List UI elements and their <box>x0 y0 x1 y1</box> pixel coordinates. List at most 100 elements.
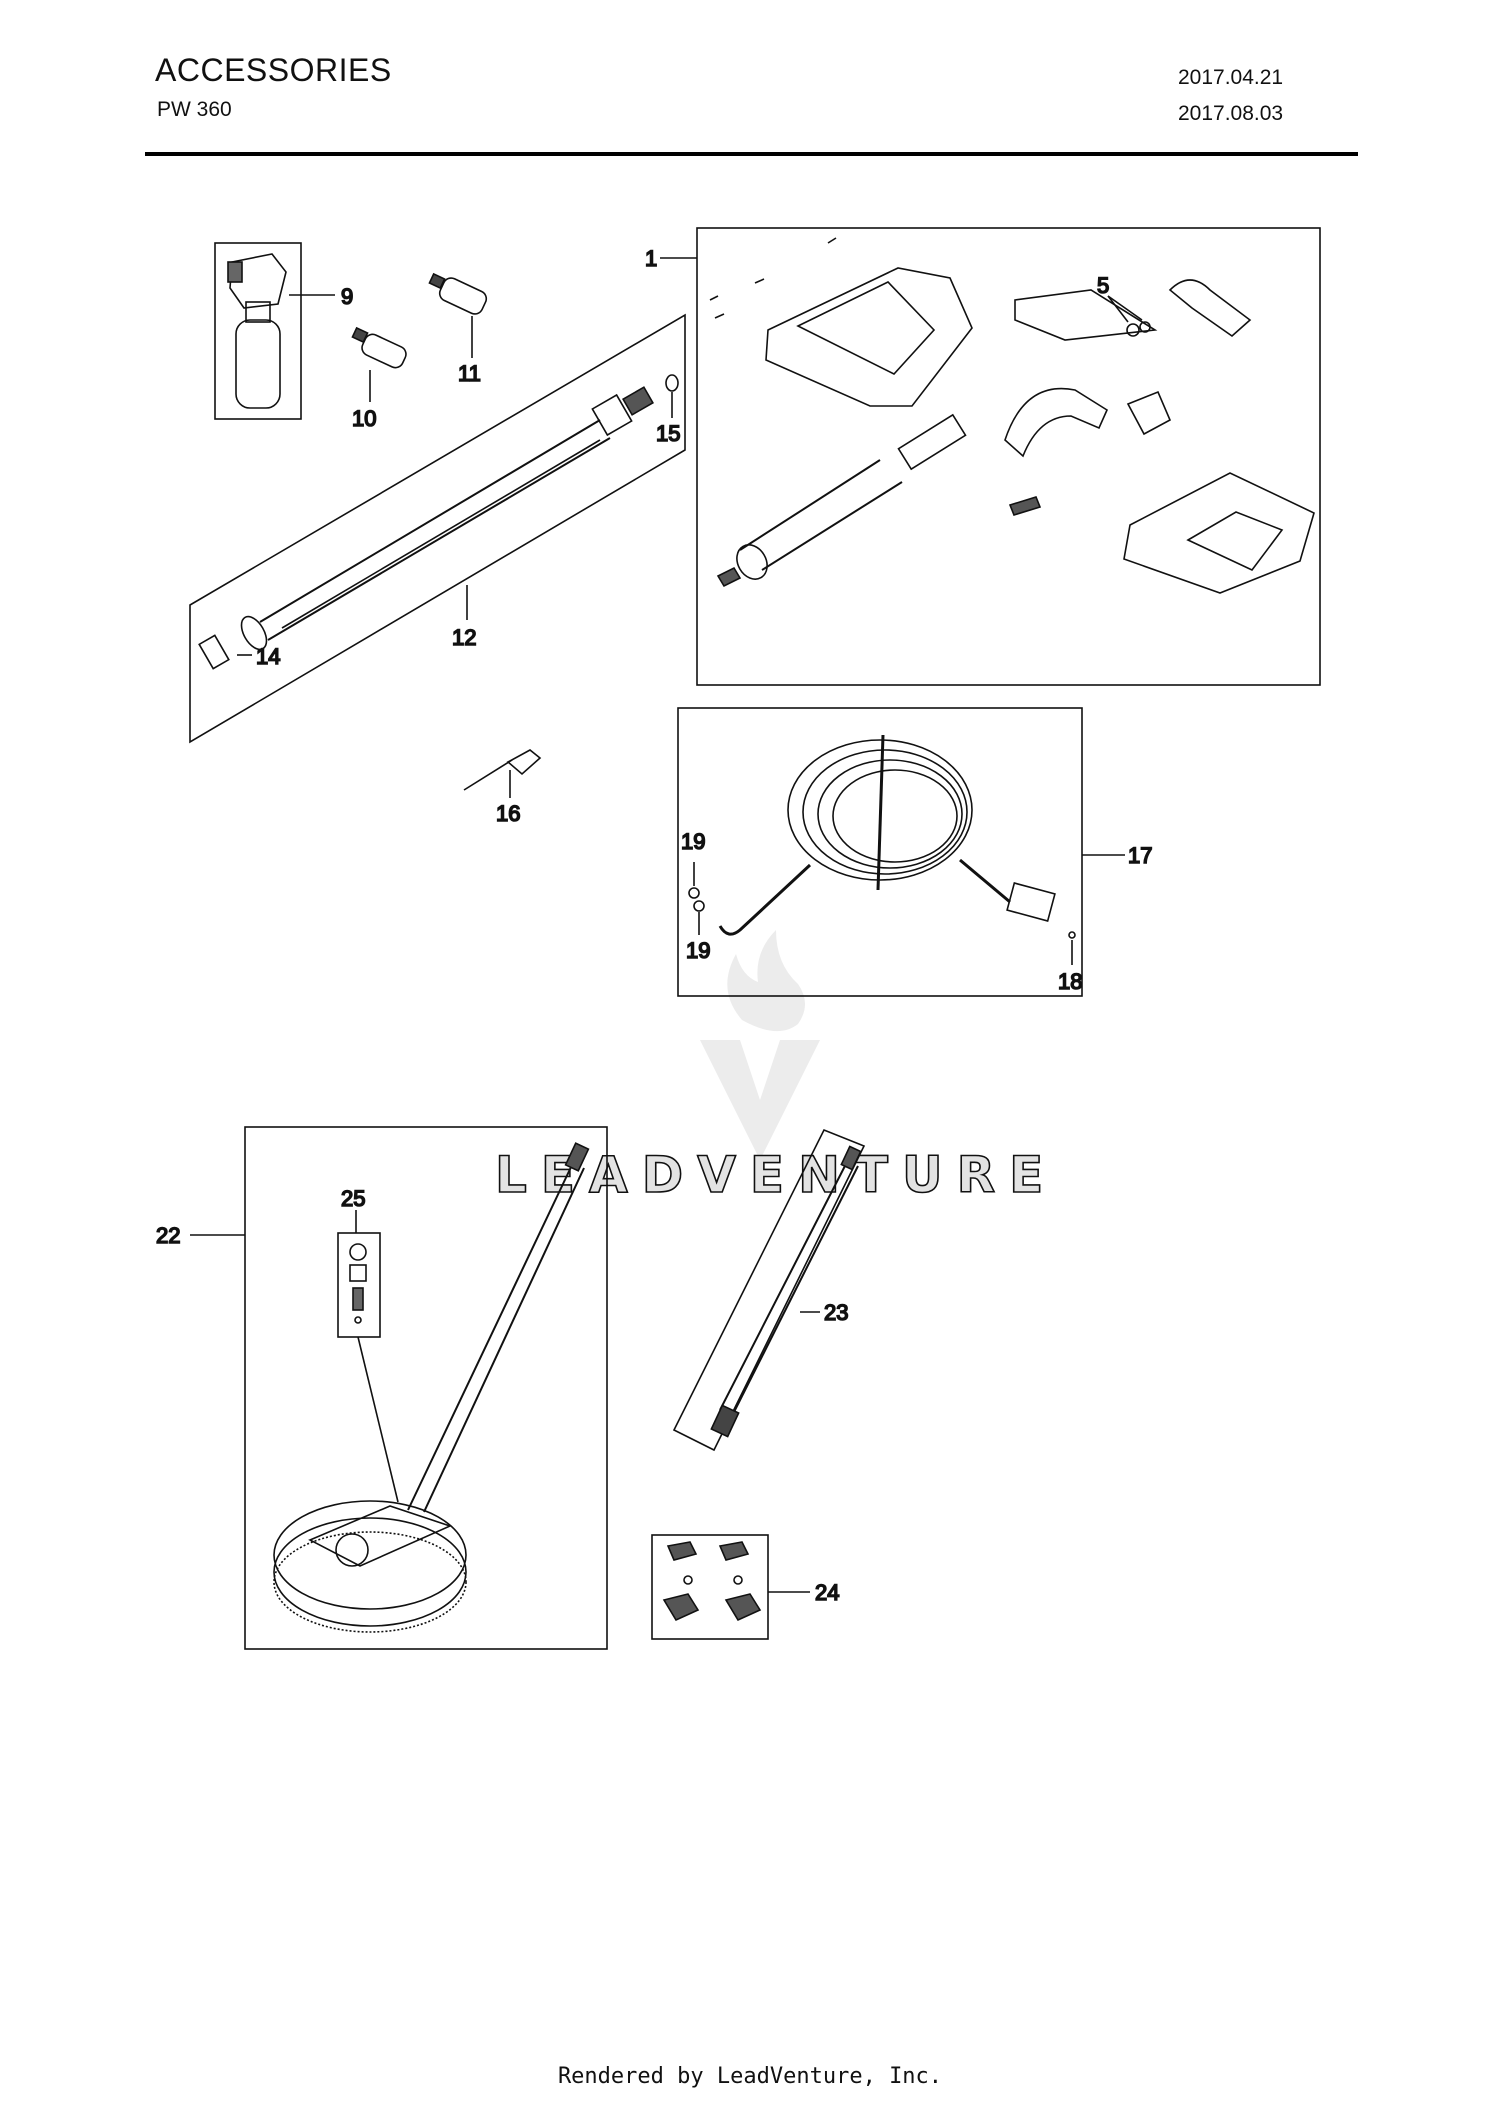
nozzle-11-tip <box>428 272 446 290</box>
part-22-surface-cleaner[interactable] <box>244 1126 608 1650</box>
part-1-frame <box>696 227 1321 686</box>
callout-15: 15 <box>656 421 680 446</box>
callout-19-bottom: 19 <box>686 938 710 963</box>
gun-hose-swivel <box>1014 289 1158 341</box>
part-23-extension-lance[interactable] <box>672 1128 866 1452</box>
hose-right-lead <box>959 858 1011 904</box>
gun-screw-2 <box>714 313 725 319</box>
bottle-neck <box>245 301 271 323</box>
callout-11: 11 <box>458 361 481 386</box>
ext-tip <box>840 1145 862 1171</box>
part-12-lance[interactable] <box>189 313 686 744</box>
part-1-trigger-gun[interactable] <box>696 227 1321 686</box>
part-25-frame <box>337 1232 381 1338</box>
model-number: PW 360 <box>157 98 232 121</box>
gun-screw-4 <box>827 237 837 244</box>
nozzle-set-b-ring <box>733 1575 743 1585</box>
callout-12: 12 <box>452 625 476 650</box>
nozzle-set-b-body <box>724 1593 762 1622</box>
leader-5a <box>1107 295 1129 323</box>
gun-barrel-coupler <box>897 413 967 471</box>
hose-coil-4 <box>832 769 958 863</box>
watermark-flame-icon <box>727 930 805 1032</box>
nozzle-10-tip <box>351 326 369 344</box>
gun-housing-right <box>1123 472 1315 594</box>
hose-coil-1 <box>787 739 973 881</box>
part-17-frame <box>677 707 1083 997</box>
gun-barrel-end <box>736 544 768 580</box>
hose-left-lead <box>718 863 812 936</box>
footer-credit: Rendered by LeadVenture, Inc. <box>557 2064 943 2089</box>
hose-strap <box>876 734 885 891</box>
cleaner-hub <box>335 1533 369 1567</box>
gun-spring <box>716 566 742 588</box>
leader-25-to-unit <box>357 1336 399 1503</box>
cleaner-needle <box>463 759 513 791</box>
part-11-nozzle[interactable] <box>428 272 488 317</box>
callout-17: 17 <box>1128 843 1152 868</box>
foam-nozzle-head <box>229 253 287 309</box>
cleaner-handle <box>506 749 542 776</box>
part-24-nozzle-set[interactable] <box>651 1534 769 1640</box>
lance-coupler <box>591 393 633 437</box>
nozzle-set-a-ring <box>683 1575 693 1585</box>
date-created: 2017.04.21 <box>1178 66 1284 89</box>
callout-16: 16 <box>496 801 520 826</box>
lance-tip <box>622 386 654 416</box>
callout-19-top: 19 <box>681 829 705 854</box>
part-9-foam-bottle[interactable] <box>214 242 302 420</box>
hose-coupler <box>1006 882 1056 922</box>
part-16-nozzle-cleaner[interactable] <box>463 749 542 791</box>
gun-screw-3 <box>754 278 765 284</box>
part-10-nozzle[interactable] <box>351 326 408 370</box>
cleaner-brush <box>273 1531 467 1633</box>
lance-tube-top <box>259 419 601 623</box>
header-divider <box>145 152 1358 156</box>
gun-lock-lever <box>1168 279 1252 338</box>
callout-22: 22 <box>156 1223 180 1248</box>
part-22-frame <box>244 1126 608 1650</box>
callout-24: 24 <box>815 1580 839 1605</box>
leader-5b <box>1107 295 1143 321</box>
part-25-o-ring <box>354 1316 362 1324</box>
gun-valve <box>1126 390 1172 436</box>
cleaner-wand-right <box>423 1167 585 1513</box>
hose-coil-2 <box>802 749 968 875</box>
part-25-body <box>349 1264 367 1282</box>
date-revised: 2017.08.03 <box>1178 102 1284 125</box>
gun-barrel-top <box>739 459 881 551</box>
callout-10: 10 <box>352 406 376 431</box>
part-5-seal-b <box>1139 321 1151 333</box>
part-14-connector <box>198 634 230 670</box>
watermark-chevron-icon <box>700 1040 820 1160</box>
gun-screw-1 <box>709 295 719 301</box>
part-18-o-ring <box>1068 931 1076 939</box>
part-24-frame <box>651 1534 769 1640</box>
bottle-body <box>235 319 281 409</box>
lance-tube-bottom <box>267 437 611 641</box>
gun-housing-left <box>765 267 973 407</box>
part-15-o-ring <box>665 374 679 392</box>
foam-nozzle-tip <box>227 261 243 283</box>
gun-trigger-guard <box>1004 387 1109 458</box>
callout-1: 1 <box>645 246 657 271</box>
callout-14: 14 <box>256 644 280 669</box>
callout-5: 5 <box>1097 273 1109 298</box>
lance-tube-inner <box>281 439 601 629</box>
ext-tube-right <box>731 1165 859 1417</box>
page-title: ACCESSORIES <box>155 52 392 88</box>
cleaner-disc-top <box>273 1500 467 1610</box>
cleaner-wand-tip <box>564 1142 590 1172</box>
part-23-frame <box>672 1128 866 1452</box>
ext-tube-left <box>719 1159 849 1411</box>
gun-housing-window <box>796 281 936 375</box>
part-12-frame <box>189 313 686 744</box>
part-25-jet <box>352 1287 364 1311</box>
part-5-seal-a <box>1126 323 1140 337</box>
nozzle-set-a-top <box>666 1541 698 1561</box>
part-25-nozzle-head <box>349 1243 367 1261</box>
callout-18: 18 <box>1058 969 1082 994</box>
part-17-hose[interactable] <box>677 707 1083 997</box>
part-19-o-ring-a <box>688 887 700 899</box>
